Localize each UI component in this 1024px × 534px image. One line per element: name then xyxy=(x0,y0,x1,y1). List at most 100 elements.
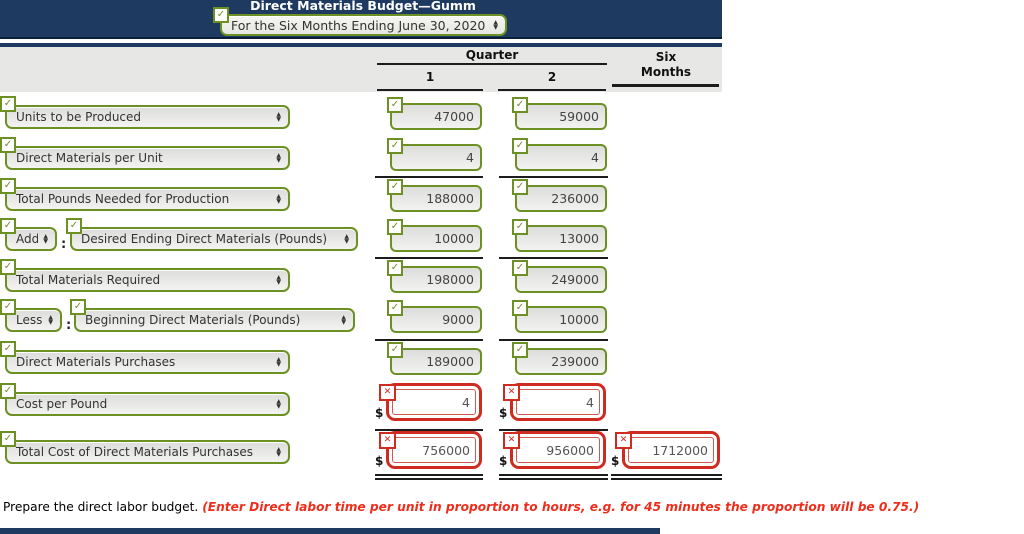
row-0-label-select-value: Units to be Produced xyxy=(16,110,142,124)
row-6-q2-input[interactable]: 239000 xyxy=(515,348,607,375)
row-6-label-select-value: Direct Materials Purchases xyxy=(16,355,176,369)
row-1-q2-correct-badge: ✓ xyxy=(512,138,528,154)
row-3-prefix-checkbox: ✓ xyxy=(0,218,16,234)
row-0-q1-input[interactable]: 47000 xyxy=(390,103,482,130)
row-6-label-checkbox: ✓ xyxy=(0,341,16,357)
row-7-label-select[interactable]: Cost per Pound▲▼ xyxy=(5,392,290,416)
row-0-q2-input[interactable]: 59000 xyxy=(515,103,607,130)
row-5-q1-input[interactable]: 9000 xyxy=(390,306,482,333)
row-5-q1-correct-badge: ✓ xyxy=(387,300,403,316)
row-6-q2-correct-badge: ✓ xyxy=(512,342,528,358)
row-2-label-select-value: Total Pounds Needed for Production xyxy=(16,192,230,206)
row-3-label-select-value: Desired Ending Direct Materials (Pounds) xyxy=(81,232,328,246)
row-4-q1-input[interactable]: 198000 xyxy=(390,266,482,293)
spinner-up-icon: ▲ xyxy=(493,19,498,26)
row-3-label-select[interactable]: Desired Ending Direct Materials (Pounds)… xyxy=(70,227,358,251)
row-7-q2-input[interactable]: 4 xyxy=(516,389,600,415)
row-0-q1-correct-badge: ✓ xyxy=(387,97,403,113)
row-1-q1-correct-badge: ✓ xyxy=(387,138,403,154)
row-8-q1-dollar-sign: $ xyxy=(375,454,384,468)
header-separator xyxy=(0,43,722,47)
row-8-q2-incorrect-badge: ✕ xyxy=(503,432,520,449)
row-6-sumline-q2 xyxy=(499,339,608,341)
row-3-prefix-select[interactable]: Add▲▼ xyxy=(5,227,57,251)
select-spinner-icon: ▲▼ xyxy=(344,233,349,245)
row-8-total-dblline-b-col0 xyxy=(375,478,483,480)
row-2-label-select[interactable]: Total Pounds Needed for Production▲▼ xyxy=(5,187,290,211)
quarter-underline xyxy=(377,63,607,65)
row-8-q2-dollar-sign: $ xyxy=(499,454,508,468)
row-2-q1-input[interactable]: 188000 xyxy=(390,185,482,212)
row-3-q1-correct-badge: ✓ xyxy=(387,219,403,235)
row-3-prefix-select-value: Add xyxy=(16,232,39,246)
table-header: Quarter 1 2 Six Months xyxy=(0,47,722,92)
row-3-label-checkbox: ✓ xyxy=(66,218,82,234)
row-3-q1-input[interactable]: 10000 xyxy=(390,225,482,252)
row-4-label-select[interactable]: Total Materials Required ▲▼ xyxy=(5,268,290,292)
row-1-label-select[interactable]: Direct Materials per Unit▲▼ xyxy=(5,146,290,170)
row-5-label-select[interactable]: Beginning Direct Materials (Pounds)▲▼ xyxy=(74,308,355,332)
bottom-divider-bar xyxy=(0,528,660,534)
row-4-sumline-q2 xyxy=(499,257,608,259)
row-8-label-select[interactable]: Total Cost of Direct Materials Purchases… xyxy=(5,440,290,464)
row-8-q2-box: 956000 xyxy=(510,431,606,469)
row-4-label-select-value: Total Materials Required xyxy=(16,273,161,287)
select-spinner-icon: ▲▼ xyxy=(48,314,53,326)
row-8-q1-input[interactable]: 756000 xyxy=(392,437,476,463)
row-1-q2-input[interactable]: 4 xyxy=(515,144,607,171)
row-5-q2-input[interactable]: 10000 xyxy=(515,306,607,333)
row-2-q2-correct-badge: ✓ xyxy=(512,179,528,195)
row-7-q1-incorrect-badge: ✕ xyxy=(379,384,396,401)
row-7-q1-input[interactable]: 4 xyxy=(392,389,476,415)
spinner-down-icon: ▼ xyxy=(493,24,498,31)
row-8-label-checkbox: ✓ xyxy=(0,431,16,447)
row-5-q2-correct-badge: ✓ xyxy=(512,300,528,316)
row-8-total-dblline-a-col0 xyxy=(375,474,483,476)
row-8-six-box: 1712000 xyxy=(622,431,720,469)
row-4-sumline-q1 xyxy=(375,257,483,259)
quarter-1-header: 1 xyxy=(425,70,435,84)
row-7-q2-incorrect-badge: ✕ xyxy=(503,384,520,401)
row-3-colon: : xyxy=(61,237,67,252)
row-7-q2-dollar-sign: $ xyxy=(499,406,508,420)
row-7-q1-box: 4 xyxy=(386,383,482,421)
row-8-q2-input[interactable]: 956000 xyxy=(516,437,600,463)
select-spinner-icon: ▲▼ xyxy=(341,314,346,326)
select-spinner-icon: ▲▼ xyxy=(276,274,281,286)
row-2-q2-input[interactable]: 236000 xyxy=(515,185,607,212)
row-7-label-checkbox: ✓ xyxy=(0,383,16,399)
period-select-checkbox: ✓ xyxy=(213,7,229,23)
row-1-q1-input[interactable]: 4 xyxy=(390,144,482,171)
row-3-q2-correct-badge: ✓ xyxy=(512,219,528,235)
select-spinner-icon: ▲▼ xyxy=(276,356,281,368)
row-8-total-dblline-a-col1 xyxy=(499,474,608,476)
worksheet-title: Direct Materials Budget—Gumm xyxy=(250,0,476,13)
row-4-q2-input[interactable]: 249000 xyxy=(515,266,607,293)
row-8-total-dblline-b-col1 xyxy=(499,478,608,480)
row-6-q1-input[interactable]: 189000 xyxy=(390,348,482,375)
row-8-total-dblline-a-col2 xyxy=(611,474,722,476)
row-8-total-dblline-b-col2 xyxy=(611,478,722,480)
quarter-2-underline xyxy=(498,89,606,91)
row-7-q1-dollar-sign: $ xyxy=(375,406,384,420)
row-5-prefix-select-value: Less xyxy=(16,313,43,327)
period-select-value: For the Six Months Ending June 30, 2020 xyxy=(231,17,486,33)
quarter-2-header: 2 xyxy=(547,70,557,84)
instruction-prefix: Prepare the direct labor budget. xyxy=(3,500,203,514)
row-3-q2-input[interactable]: 13000 xyxy=(515,225,607,252)
period-select[interactable]: For the Six Months Ending June 30, 2020 … xyxy=(220,14,507,36)
row-0-label-select[interactable]: Units to be Produced▲▼ xyxy=(5,105,290,129)
row-1-label-checkbox: ✓ xyxy=(0,137,16,153)
row-5-prefix-checkbox: ✓ xyxy=(0,299,16,315)
instruction-emphasis: (Enter Direct labor time per unit in pro… xyxy=(202,500,920,514)
instruction-text: Prepare the direct labor budget. (Enter … xyxy=(3,500,919,514)
row-2-label-checkbox: ✓ xyxy=(0,178,16,194)
row-0-label-checkbox: ✓ xyxy=(0,96,16,112)
row-4-q1-correct-badge: ✓ xyxy=(387,260,403,276)
row-6-label-select[interactable]: Direct Materials Purchases ▲▼ xyxy=(5,350,290,374)
row-8-sumline-q2 xyxy=(499,429,608,431)
row-8-six-input[interactable]: 1712000 xyxy=(628,437,714,463)
row-4-q2-correct-badge: ✓ xyxy=(512,260,528,276)
row-5-label-checkbox: ✓ xyxy=(70,299,86,315)
